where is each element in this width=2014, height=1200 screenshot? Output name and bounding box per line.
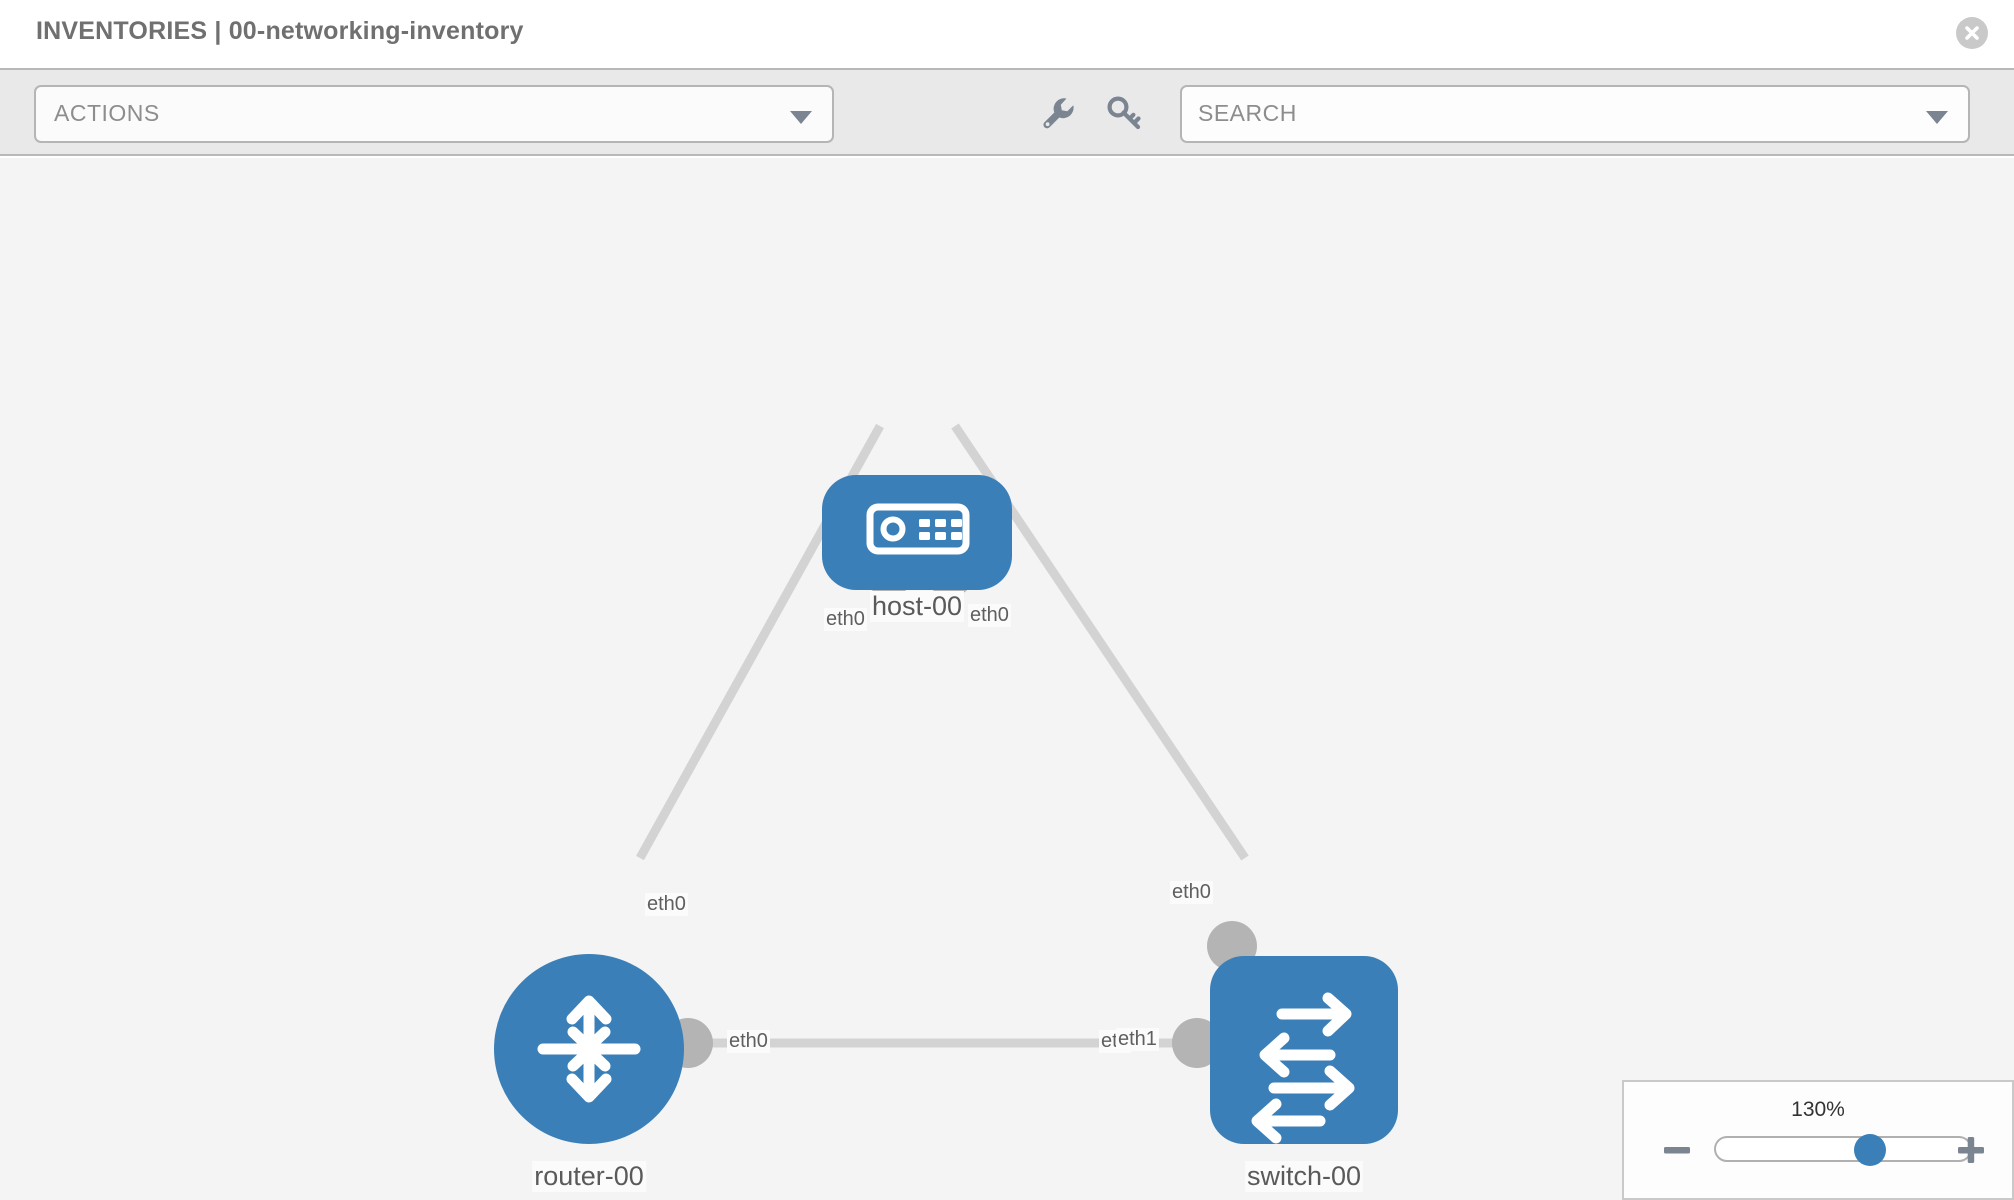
node-router-00[interactable] xyxy=(494,954,684,1144)
topology-canvas[interactable]: host-00 router-00 switch-00 eth0 eth0 et… xyxy=(0,158,2014,1200)
plus-icon xyxy=(1958,1137,1984,1163)
zoom-out-button[interactable] xyxy=(1662,1134,1692,1166)
zoom-slider-track[interactable] xyxy=(1714,1134,1972,1166)
router-arrows-icon xyxy=(537,995,641,1103)
zoom-in-button[interactable] xyxy=(1956,1134,1986,1166)
wrench-glyph xyxy=(1043,98,1074,129)
iface-label-router00-eth0: eth0 xyxy=(727,1030,770,1053)
actions-dropdown-label: ACTIONS xyxy=(54,100,160,126)
node-switch-00[interactable] xyxy=(1210,956,1398,1144)
chevron-down-icon[interactable] xyxy=(1926,111,1948,124)
toolbar: ACTIONS SEARCH xyxy=(0,68,2014,156)
iface-label-switch00-eth0-uplink: eth0 xyxy=(1170,881,1213,904)
topology-graph xyxy=(494,423,1398,1144)
node-label-host-00: host-00 xyxy=(869,591,965,622)
zoom-slider-row xyxy=(1624,1130,2012,1170)
close-circle-icon xyxy=(1956,17,1988,49)
port-switch00-eth1[interactable] xyxy=(1172,1018,1222,1068)
zoom-level-value: 130% xyxy=(1791,1098,1845,1121)
switch-arrows-icon xyxy=(1251,992,1355,1144)
zoom-control-panel: 130% xyxy=(1622,1080,2014,1200)
iface-label-host00-eth0-right: eth0 xyxy=(968,604,1011,627)
node-host-00[interactable] xyxy=(822,475,1012,590)
node-label-switch-00: switch-00 xyxy=(1244,1161,1364,1192)
node-label-router-00: router-00 xyxy=(532,1161,646,1192)
page-title: INVENTORIES | 00-networking-inventory xyxy=(36,17,524,45)
key-icon[interactable] xyxy=(1104,92,1146,134)
server-icon xyxy=(866,503,970,555)
search-input[interactable]: SEARCH xyxy=(1180,85,1970,143)
search-placeholder: SEARCH xyxy=(1198,100,1297,126)
wrench-icon[interactable] xyxy=(1036,92,1078,134)
key-glyph xyxy=(1107,96,1141,130)
zoom-slider-thumb[interactable] xyxy=(1854,1134,1886,1166)
iface-label-host00-eth0-left: eth0 xyxy=(824,608,867,631)
iface-label-router00-eth0-uplink: eth0 xyxy=(645,893,688,916)
minus-icon xyxy=(1664,1147,1690,1154)
iface-label-switch00-eth1: eth1 xyxy=(1116,1028,1159,1051)
close-icon[interactable] xyxy=(1956,17,1988,49)
chevron-down-icon xyxy=(790,111,812,124)
page-header: INVENTORIES | 00-networking-inventory xyxy=(0,0,2014,68)
topology-ports xyxy=(663,547,1257,1068)
actions-dropdown[interactable]: ACTIONS xyxy=(34,85,834,143)
